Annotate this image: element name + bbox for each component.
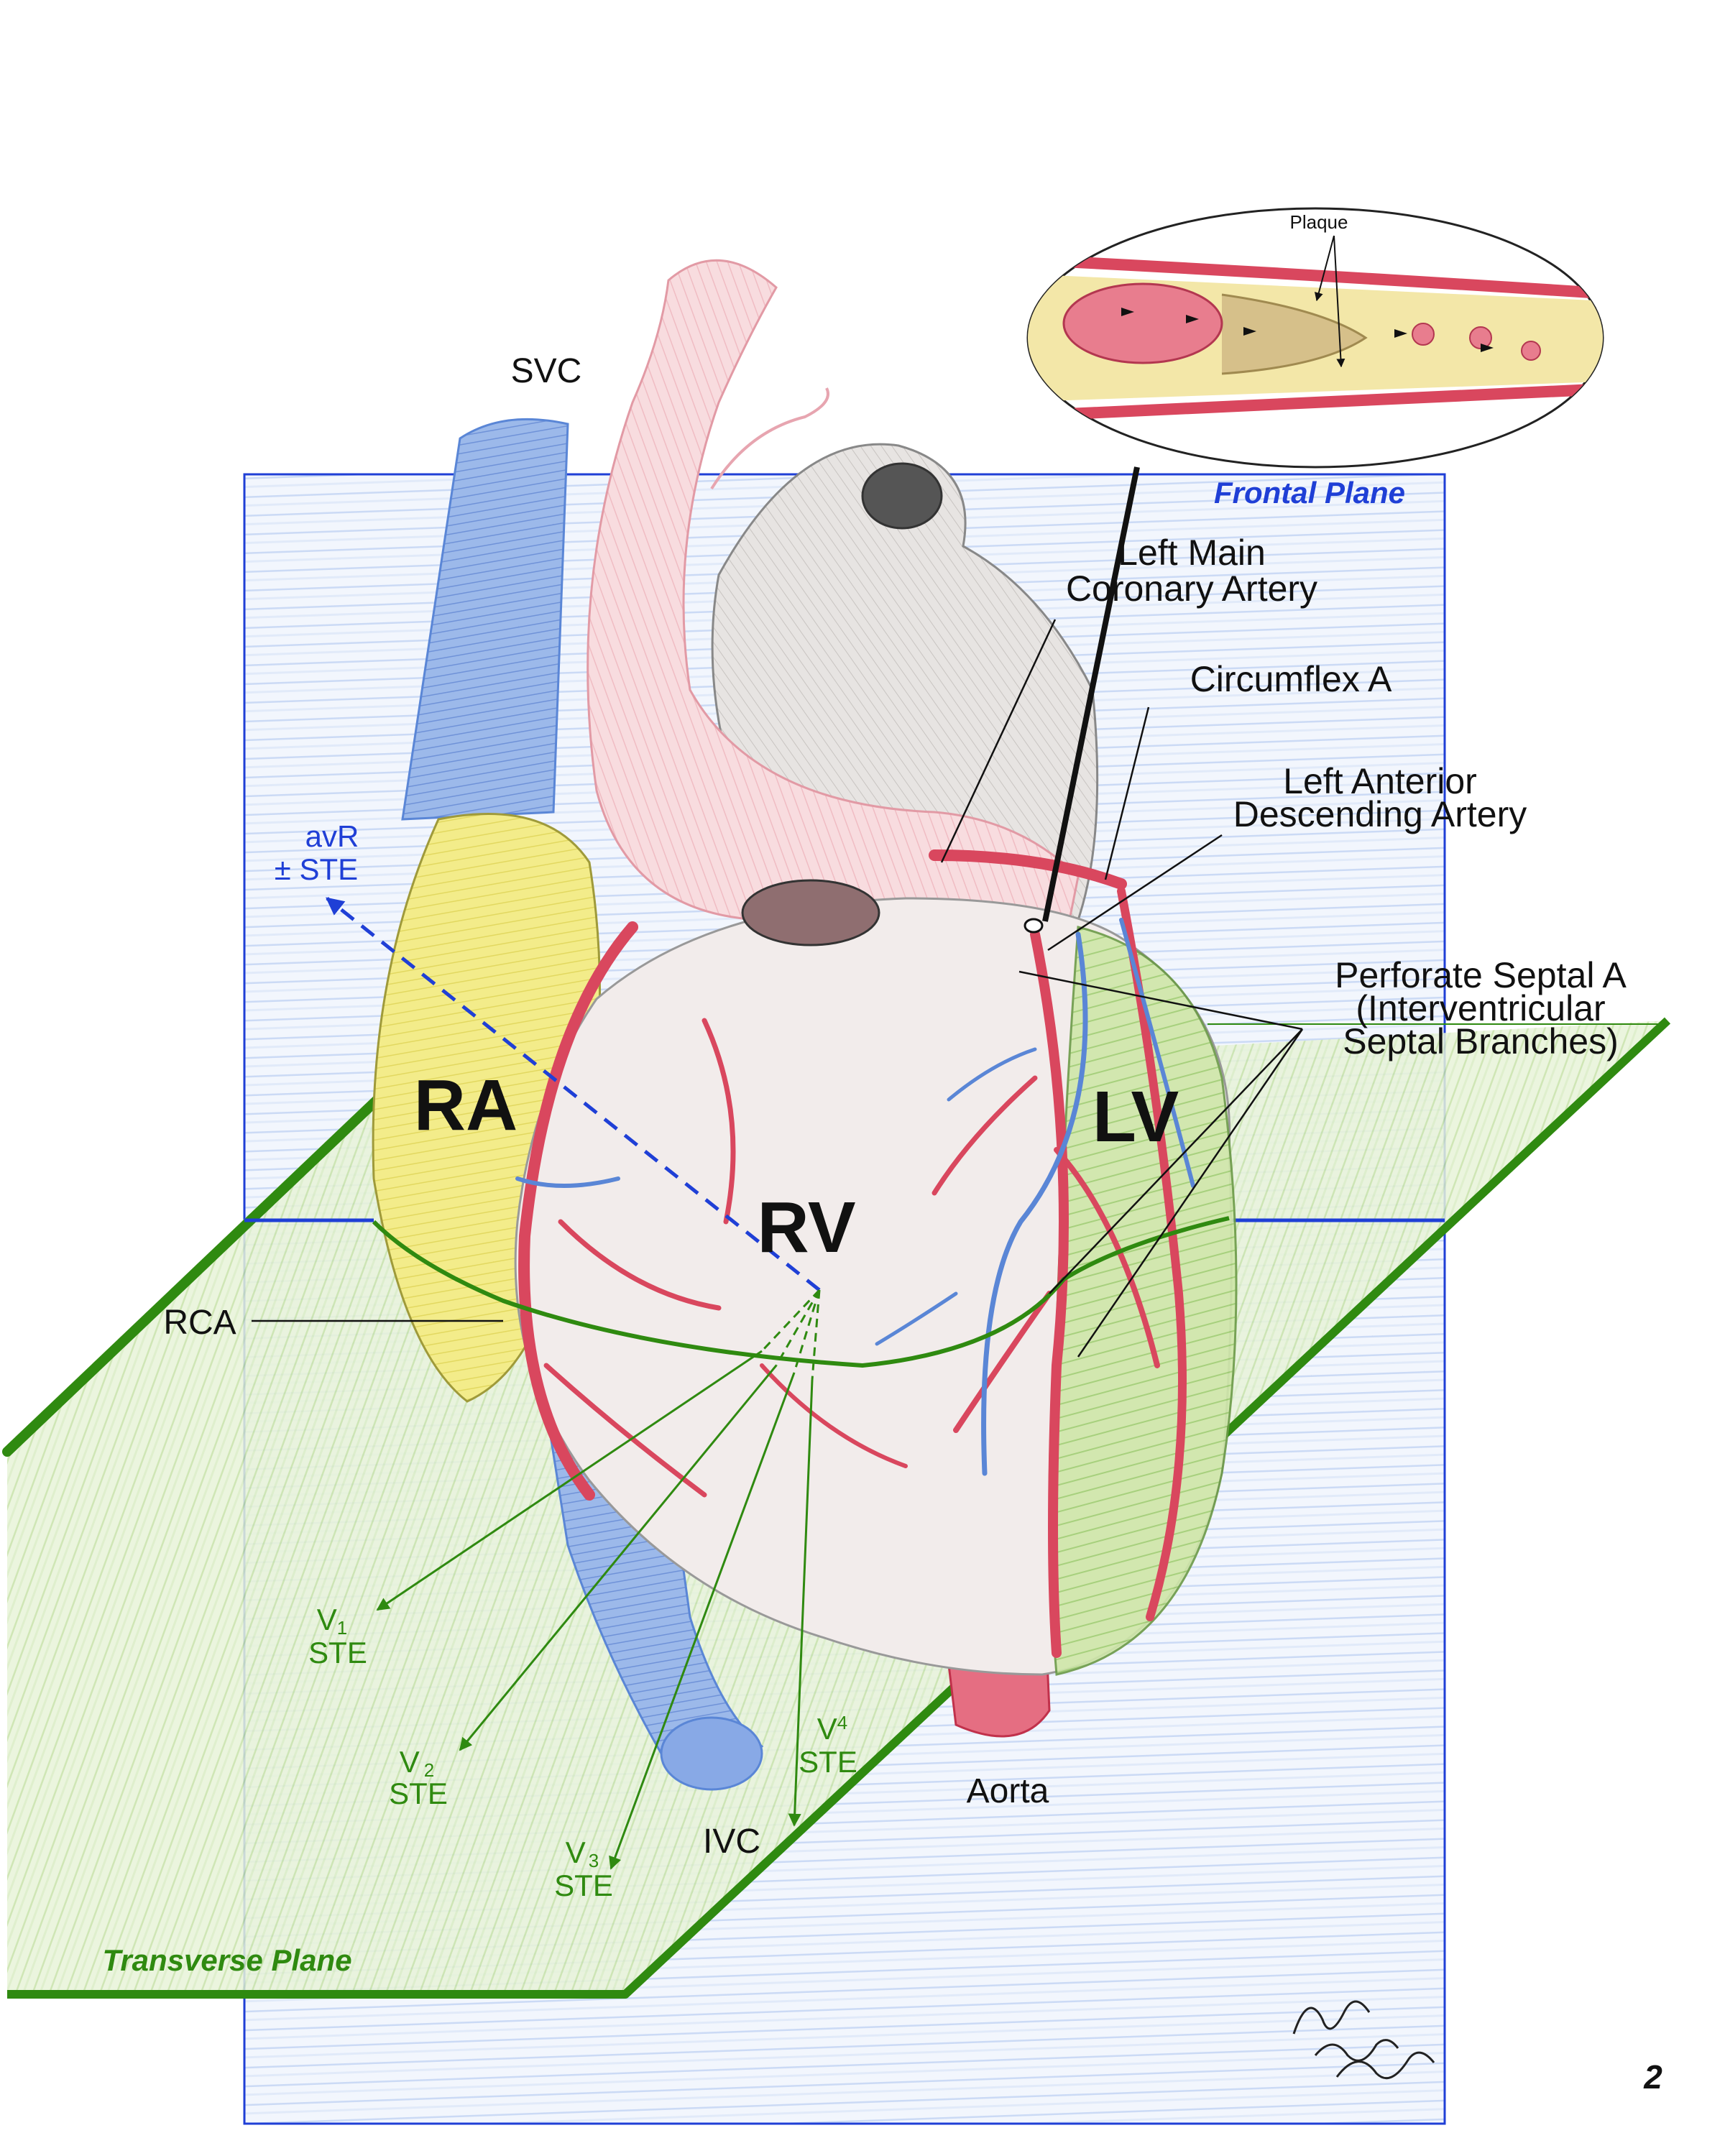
v1-ste-label: STE bbox=[308, 1636, 367, 1669]
labels: SVC RA RV LV RCA IVC Aorta Left Main Cor… bbox=[102, 352, 1662, 2096]
septal-label-line1: Perforate Septal A bbox=[1335, 955, 1627, 995]
svc-vessel bbox=[401, 418, 569, 821]
v1-label: V1 bbox=[317, 1603, 347, 1639]
circumflex-label: Circumflex A bbox=[1190, 659, 1392, 699]
frontal-plane-label: Frontal Plane bbox=[1214, 476, 1405, 510]
v4-ste-label: STE bbox=[799, 1745, 857, 1779]
v4-label: V4 bbox=[817, 1712, 847, 1746]
left-main-label-line2: Coronary Artery bbox=[1066, 568, 1317, 609]
coronary-arteries bbox=[518, 849, 1187, 1658]
valve-opening bbox=[741, 879, 880, 946]
rv-label: RV bbox=[757, 1187, 855, 1268]
heart-illustration bbox=[372, 259, 1238, 1791]
aorta-label: Aorta bbox=[967, 1772, 1049, 1810]
page-number: 2 bbox=[1643, 2058, 1662, 2096]
cardiac-veins bbox=[515, 918, 1195, 1476]
transverse-intersection-line bbox=[372, 1216, 1230, 1368]
artist-signature bbox=[1292, 2000, 1435, 2080]
avr-ste-label: ± STE bbox=[275, 852, 358, 886]
v3-ste-label: STE bbox=[554, 1869, 613, 1902]
lv-label: LV bbox=[1092, 1077, 1179, 1157]
septal-label-line3: Septal Branches) bbox=[1343, 1021, 1619, 1061]
rca-label: RCA bbox=[163, 1304, 236, 1342]
ivc-label: IVC bbox=[703, 1823, 760, 1861]
plaque-callout: Plaque bbox=[1024, 207, 1604, 934]
v2-ste-label: STE bbox=[389, 1777, 448, 1810]
lead-vectors bbox=[326, 897, 821, 1870]
plaque-label: Plaque bbox=[1290, 211, 1348, 233]
transverse-plane-label: Transverse Plane bbox=[102, 1943, 351, 1977]
lad-label-line1: Left Anterior bbox=[1283, 761, 1477, 801]
septal-label-line2: (Interventricular bbox=[1356, 988, 1605, 1028]
ra-label: RA bbox=[414, 1065, 518, 1146]
avr-label: avR bbox=[305, 819, 359, 853]
svc-label: SVC bbox=[511, 352, 582, 390]
lad-label-line2: Descending Artery bbox=[1233, 794, 1527, 834]
left-main-label-line1: Left Main bbox=[1118, 533, 1266, 573]
leader-lines bbox=[252, 619, 1304, 1358]
aortic-arch bbox=[586, 259, 1080, 950]
